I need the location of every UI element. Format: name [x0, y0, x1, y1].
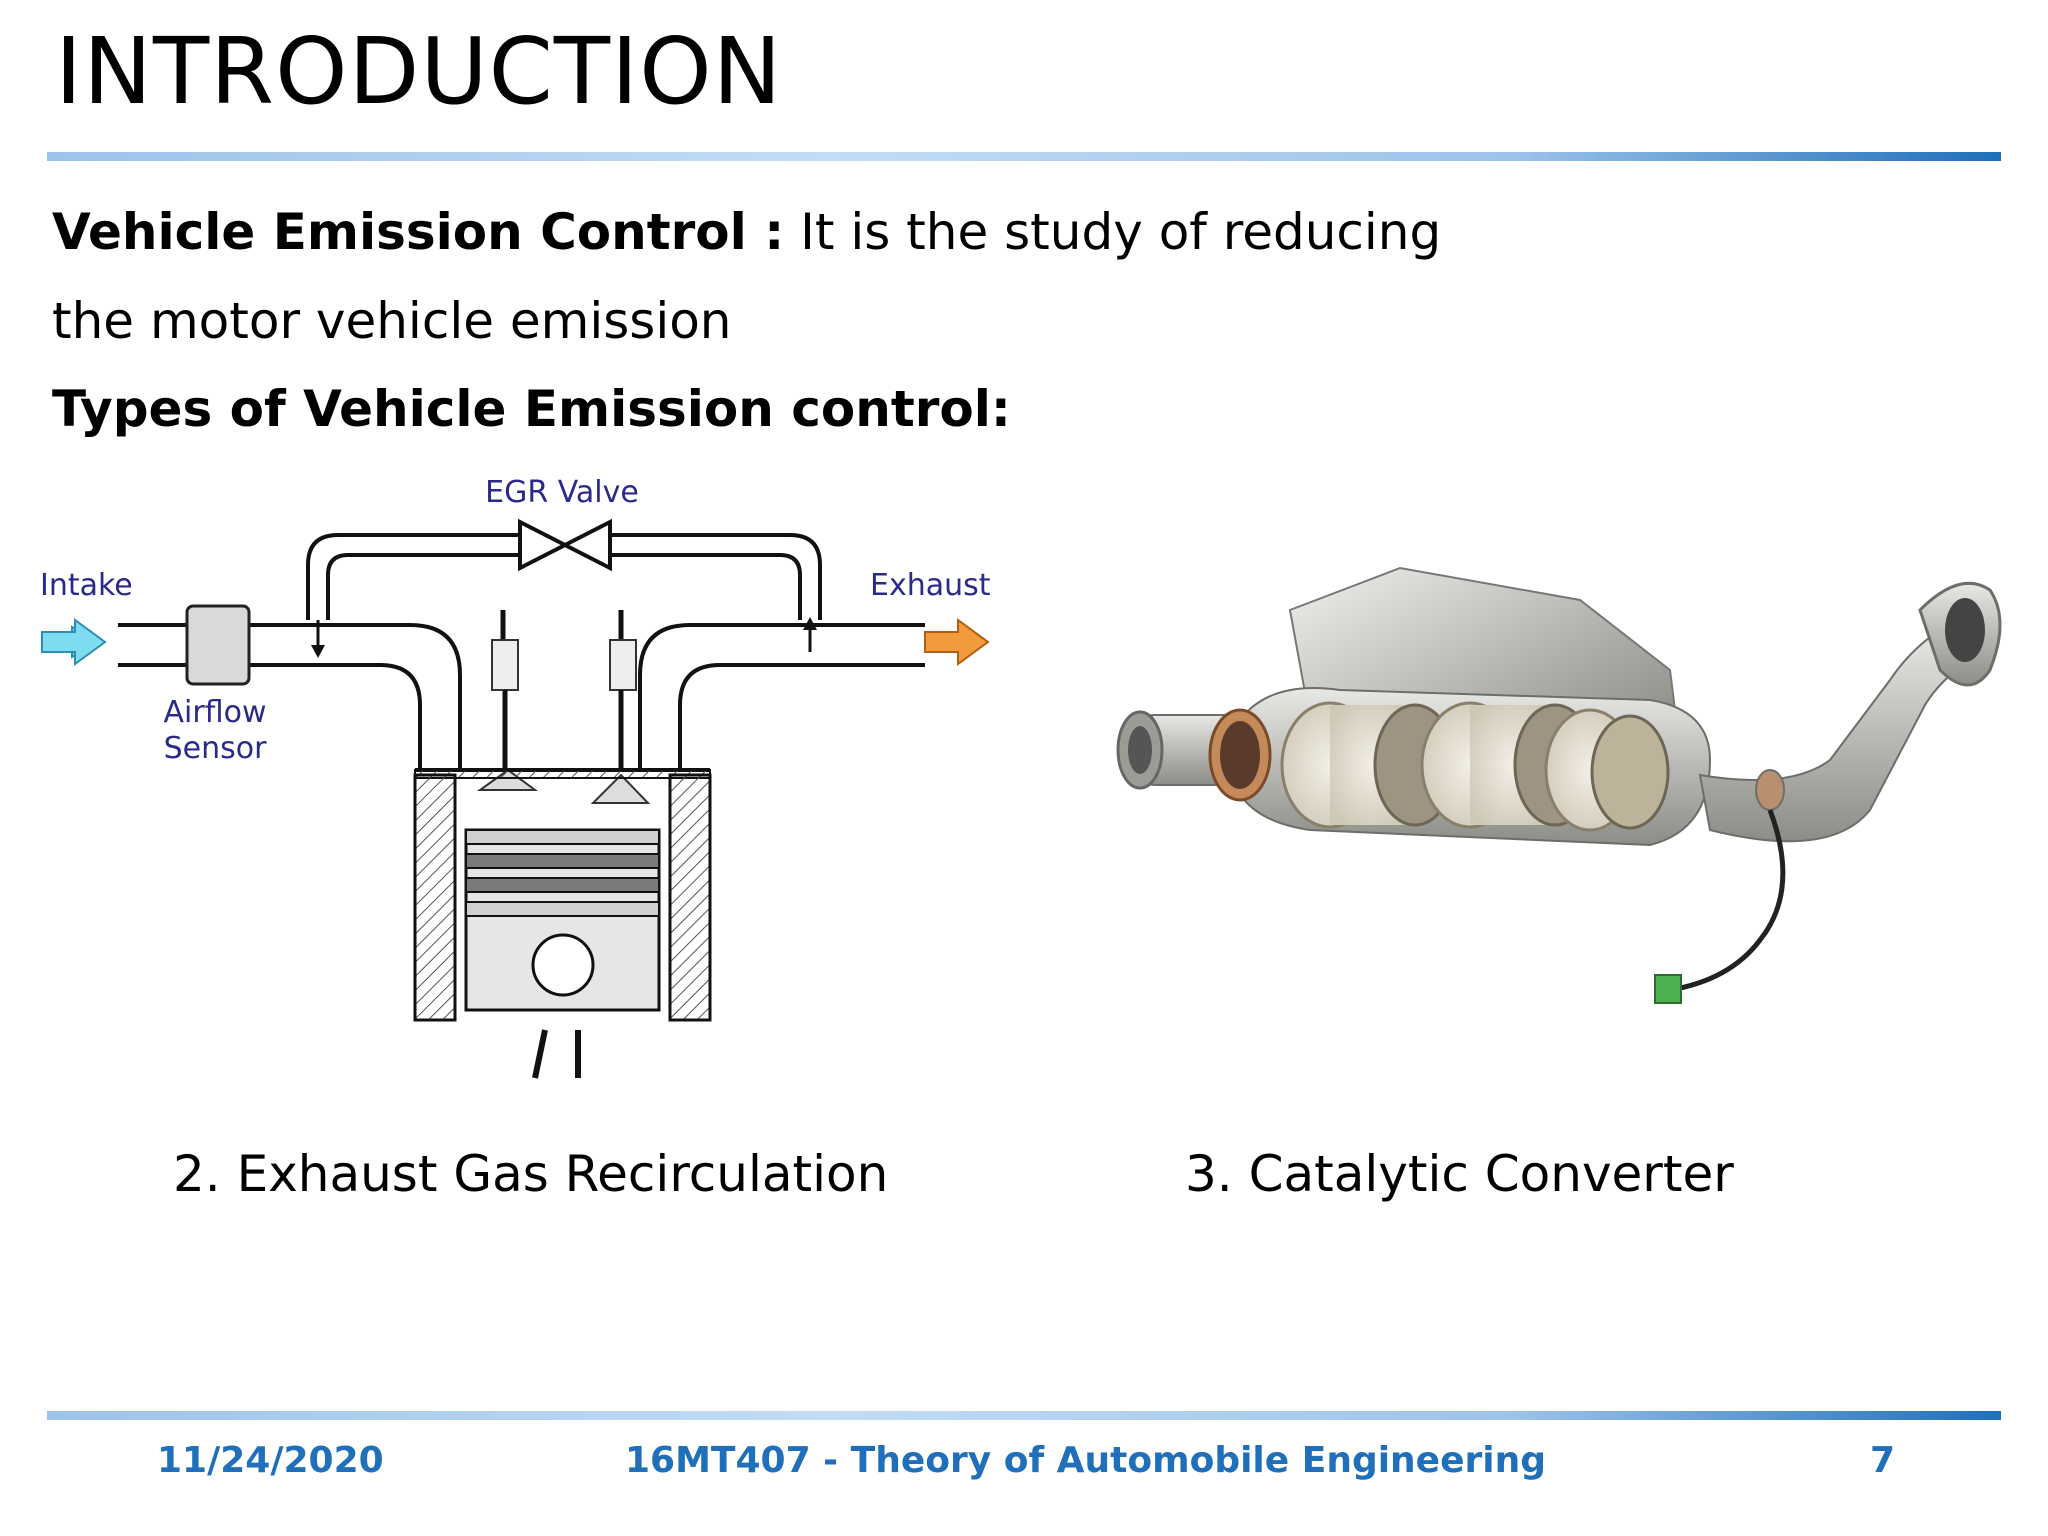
sensor-connector-icon: [1654, 974, 1682, 1004]
bottom-divider: [47, 1411, 2001, 1420]
cylinder-wall-left: [413, 773, 457, 1022]
page-number: 7: [1870, 1440, 1896, 1481]
types-heading: Types of Vehicle Emission control:: [52, 380, 1011, 438]
airflow-label-line2: Sensor: [164, 731, 267, 766]
definition-continuation: the motor vehicle emission: [52, 292, 732, 350]
definition-text: It is the study of reducing: [784, 203, 1442, 261]
footer-course: 16MT407 - Theory of Automobile Engineeri…: [625, 1440, 1547, 1481]
cylinder-wall-right: [668, 773, 712, 1022]
egr-caption: 2. Exhaust Gas Recirculation: [173, 1145, 889, 1203]
footer-date: 11/24/2020: [157, 1440, 384, 1481]
intake-label: Intake: [40, 568, 133, 603]
exhaust-label: Exhaust: [870, 568, 991, 603]
airflow-label-line1: Airflow: [164, 695, 267, 730]
catalytic-caption: 3. Catalytic Converter: [1185, 1145, 1734, 1203]
definition-line: Vehicle Emission Control : It is the stu…: [52, 203, 1441, 261]
exhaust-arrow-icon: [924, 618, 990, 666]
definition-term: Vehicle Emission Control :: [52, 203, 785, 261]
intake-arrow-shape: [41, 618, 107, 666]
slide-title: INTRODUCTION: [55, 18, 783, 125]
airflow-sensor-icon: [185, 604, 251, 686]
egr-valve-label: EGR Valve: [485, 475, 639, 510]
top-divider: [47, 152, 2001, 161]
catalytic-converter-illustration: [1116, 566, 2002, 1004]
piston-icon: [464, 828, 661, 1079]
egr-diagram: EGR Valve Intake Exhaust Airflow Sensor: [40, 475, 991, 1079]
egr-valve-icon: [518, 518, 570, 572]
